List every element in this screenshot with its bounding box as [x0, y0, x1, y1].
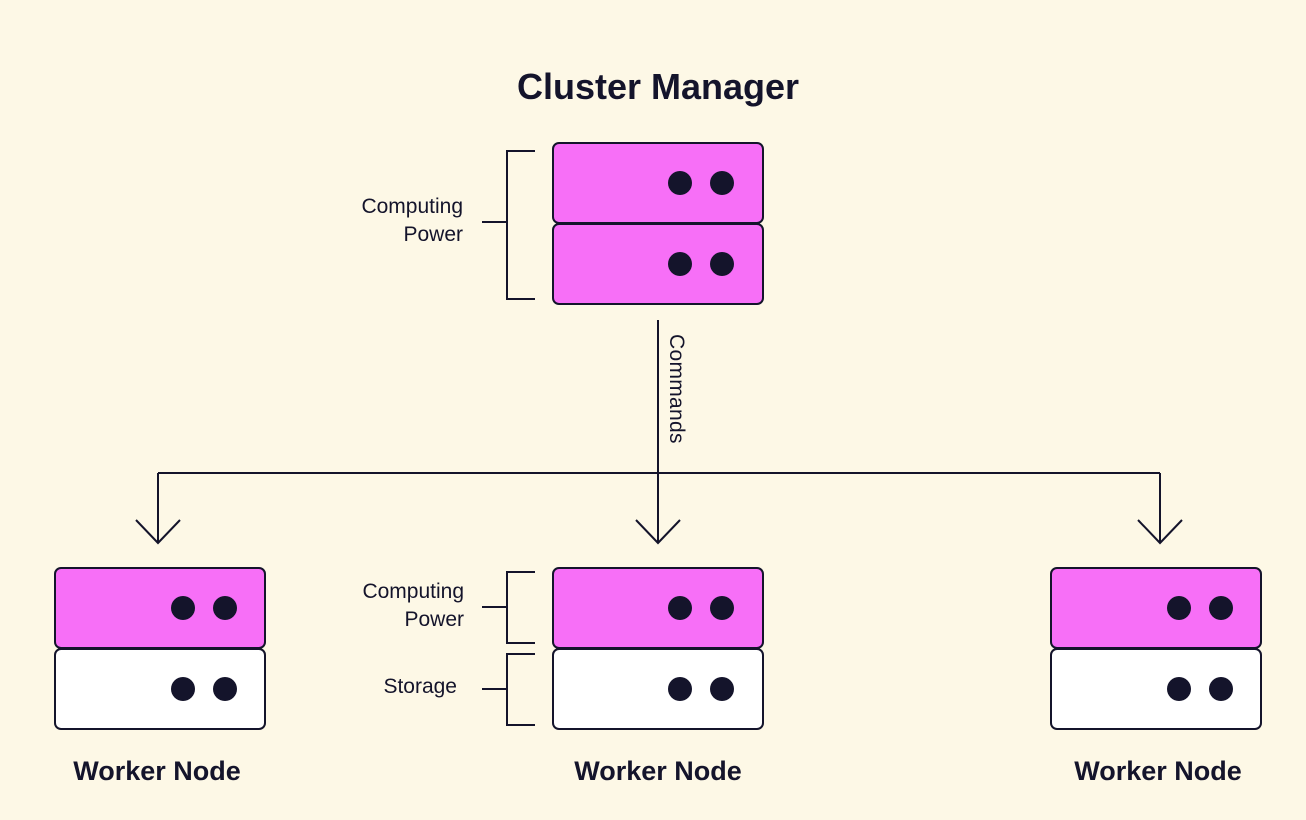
label-line: Computing [362, 580, 464, 603]
worker-computing-power-label: Computing Power [300, 578, 464, 634]
commands-label: Commands [665, 334, 688, 444]
status-light-icon [710, 677, 734, 701]
label-line: Power [403, 223, 463, 246]
worker-node-label: Worker Node [73, 756, 241, 786]
worker-computing-bracket [482, 571, 535, 644]
label-line: Power [404, 608, 464, 631]
cluster-manager-server [552, 142, 764, 305]
arrow-down-icon [135, 519, 181, 545]
worker-node-server-2 [552, 567, 764, 730]
status-light-icon [668, 171, 692, 195]
diagram-title: Cluster Manager [516, 66, 800, 107]
manager-computing-bracket [482, 150, 535, 300]
worker-node-server-1 [54, 567, 266, 730]
manager-computing-power-label: Computing Power [300, 193, 463, 249]
worker-storage-label: Storage [383, 675, 457, 698]
status-light-icon [710, 171, 734, 195]
worker-node-server-3 [1050, 567, 1262, 730]
status-light-icon [668, 252, 692, 276]
status-light-icon [213, 677, 237, 701]
worker-node-label: Worker Node [1074, 756, 1242, 786]
commands-connector [157, 320, 1161, 543]
status-light-icon [710, 596, 734, 620]
status-light-icon [1209, 596, 1233, 620]
worker-storage-unit [552, 648, 764, 730]
status-light-icon [668, 677, 692, 701]
manager-compute-unit-2 [552, 223, 764, 305]
label-line: Computing [361, 195, 463, 218]
worker-storage-bracket [482, 653, 535, 726]
status-light-icon [1167, 677, 1191, 701]
status-light-icon [1209, 677, 1233, 701]
status-light-icon [1167, 596, 1191, 620]
worker-storage-unit [1050, 648, 1262, 730]
status-light-icon [171, 677, 195, 701]
arrow-down-icon [635, 519, 681, 545]
status-light-icon [710, 252, 734, 276]
worker-storage-unit [54, 648, 266, 730]
status-light-icon [668, 596, 692, 620]
worker-node-label: Worker Node [574, 756, 742, 786]
arrow-down-icon [1137, 519, 1183, 545]
status-light-icon [171, 596, 195, 620]
status-light-icon [213, 596, 237, 620]
